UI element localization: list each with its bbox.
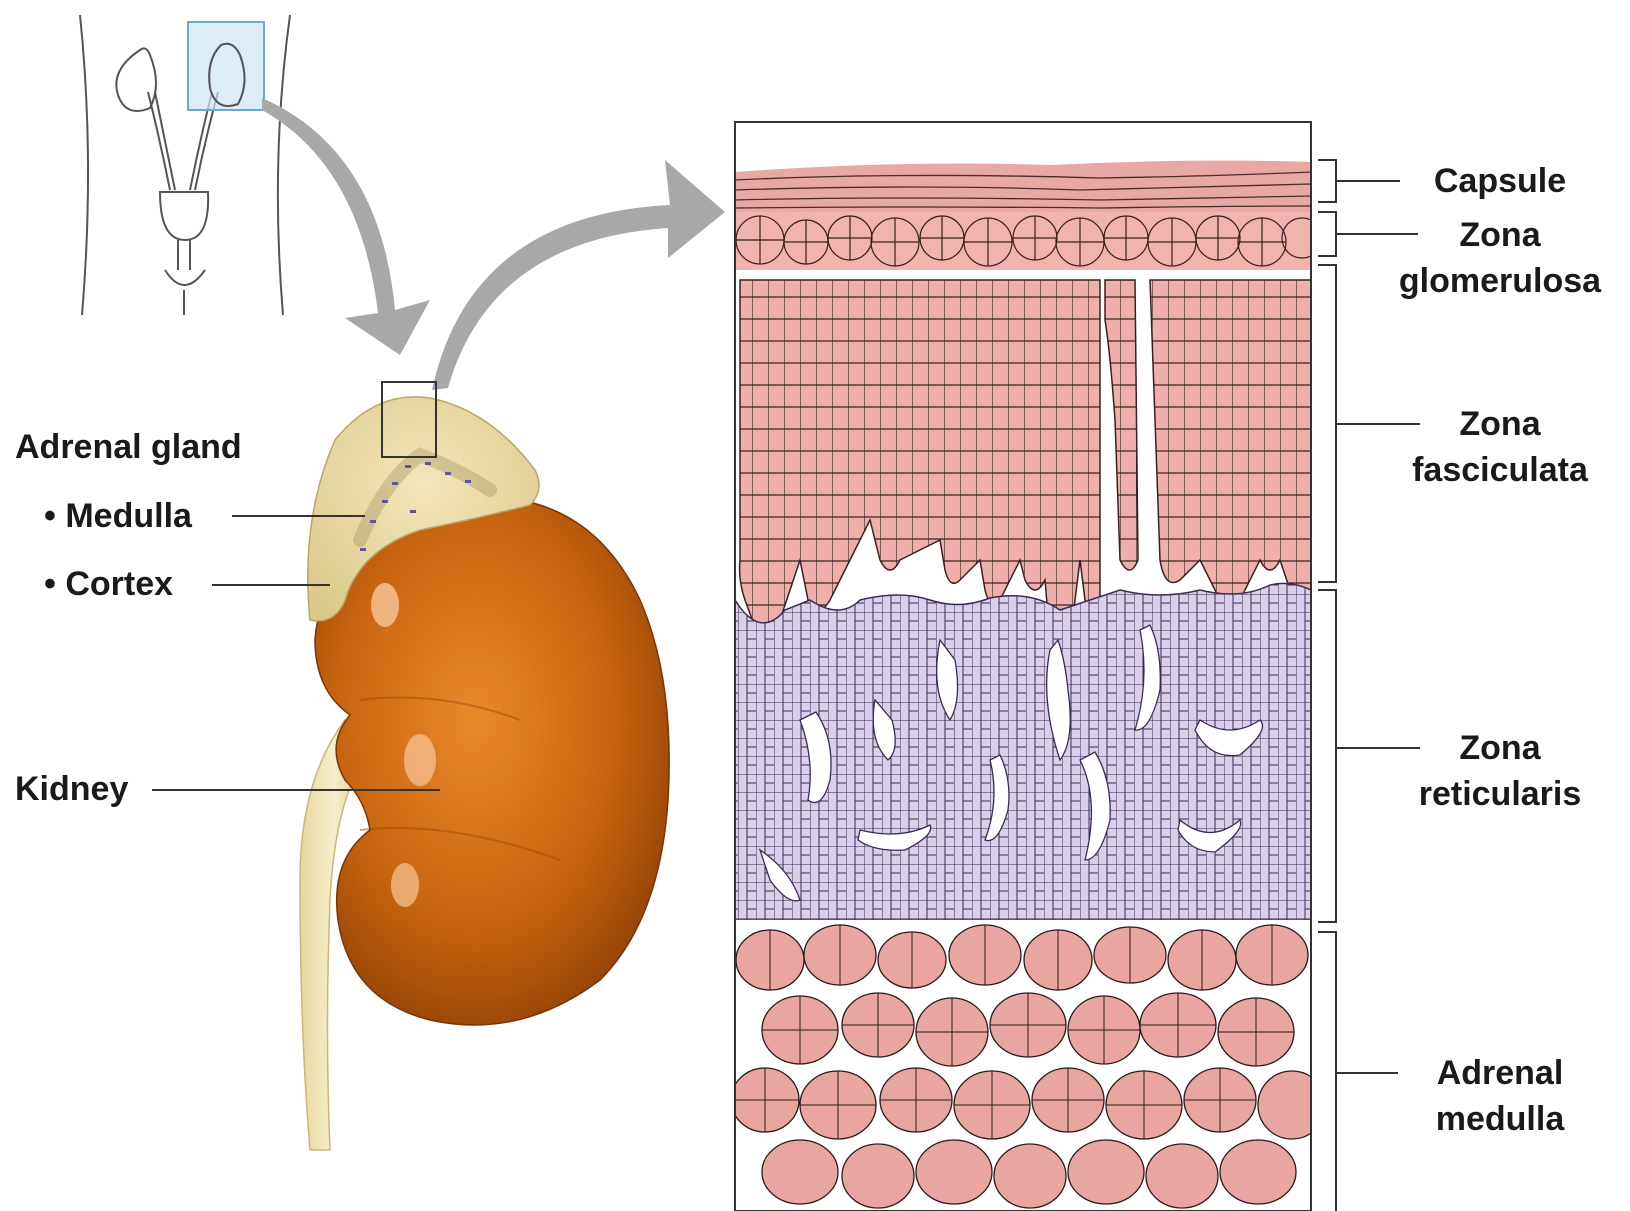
fasciculata-bracket xyxy=(1318,265,1336,582)
adrenal-medulla-label-line2: medulla xyxy=(1370,1096,1630,1142)
medulla-bracket xyxy=(1318,932,1336,1211)
adrenal-gland-label: Adrenal gland xyxy=(15,424,242,470)
glomerulosa-bracket xyxy=(1318,212,1336,256)
adrenal-medulla-label-line1: Adrenal xyxy=(1370,1050,1630,1096)
medulla-label: • Medulla xyxy=(44,493,192,539)
zona-reticularis-label-line2: reticularis xyxy=(1370,771,1630,817)
zona-reticularis-label-line1: Zona xyxy=(1370,725,1630,771)
fasciculata-columns xyxy=(1150,280,1311,603)
reticularis-bracket xyxy=(1318,590,1336,922)
glomerulosa-layer xyxy=(735,212,1311,270)
kidney-highlight xyxy=(391,863,419,907)
zona-fasciculata-label-line2: fasciculata xyxy=(1370,447,1630,493)
cortex-label: • Cortex xyxy=(44,561,173,607)
zona-glomerulosa-label-line1: Zona xyxy=(1370,212,1630,258)
capsule-bracket xyxy=(1318,160,1336,202)
zona-fasciculata-label-line1: Zona xyxy=(1370,401,1630,447)
zone-brackets xyxy=(1318,160,1336,1211)
kidney-highlight xyxy=(404,734,436,786)
zoom-arrow-down xyxy=(262,98,430,355)
kidney xyxy=(315,499,669,1025)
zona-glomerulosa-label-line2: glomerulosa xyxy=(1370,258,1630,304)
zone-leader-lines xyxy=(1336,181,1420,1073)
zoom-arrow-right xyxy=(432,160,725,390)
kidney-label: Kidney xyxy=(15,766,128,812)
histology-panel xyxy=(731,122,1326,1211)
inset-highlight-box xyxy=(188,22,264,110)
kidney-highlight xyxy=(371,583,399,627)
capsule-label: Capsule xyxy=(1370,158,1630,204)
